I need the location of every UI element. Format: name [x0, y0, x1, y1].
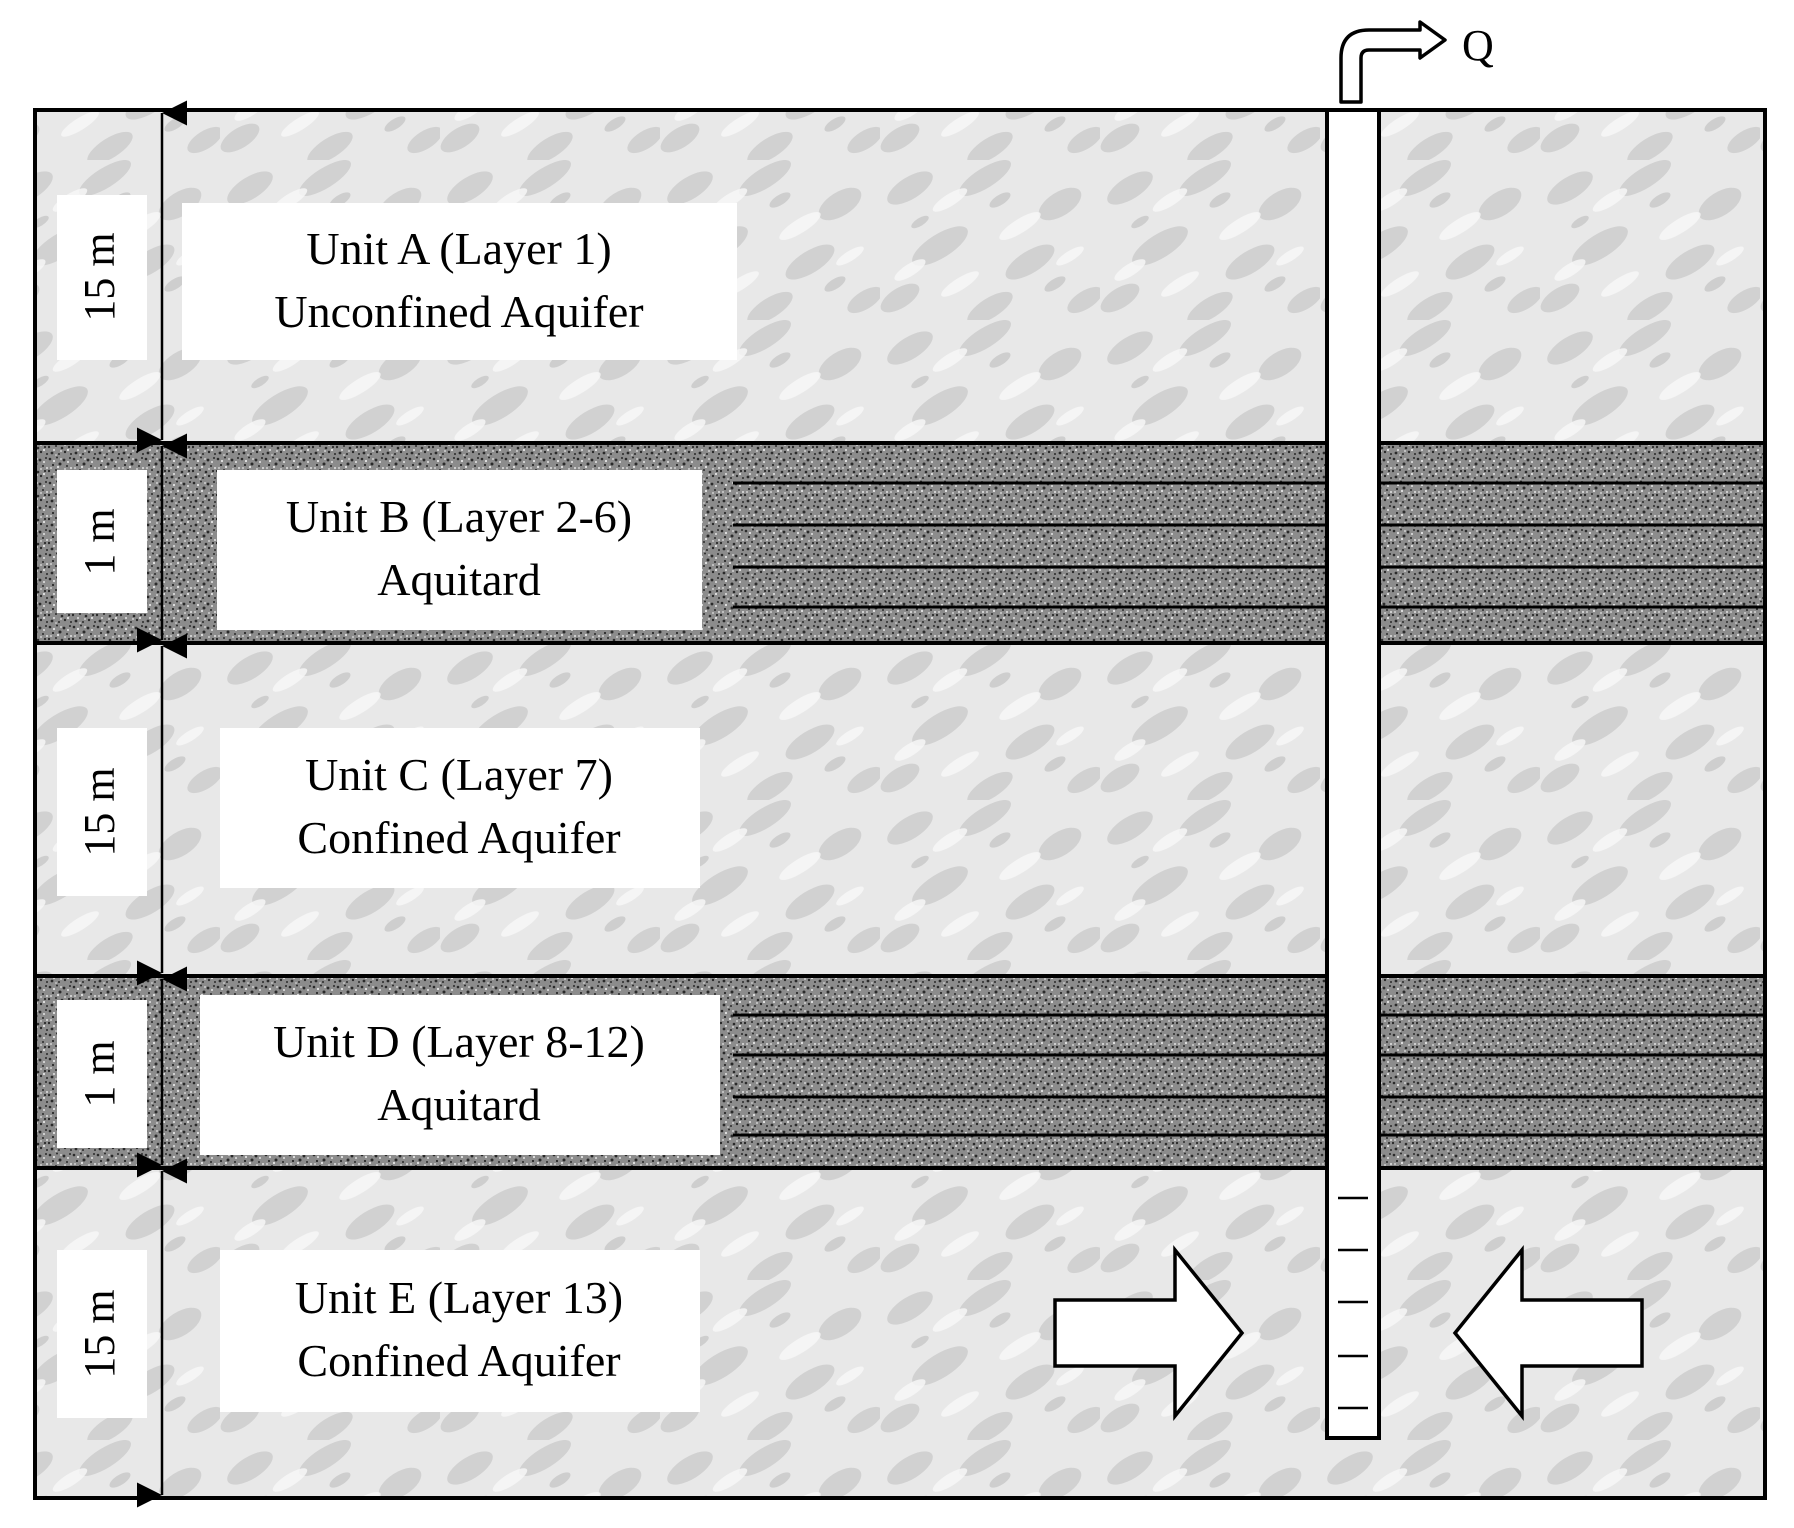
inflow-arrow-left-icon: [1452, 1245, 1644, 1421]
unit-c-thickness-label: 15 m: [75, 767, 124, 856]
unit-b-type: Aquitard: [377, 554, 541, 605]
unit-a-title: Unit A (Layer 1): [306, 223, 611, 274]
well-screen-slots: [1338, 1196, 1368, 1410]
discharge-pipe-icon: [1339, 20, 1447, 104]
unit-e-title: Unit E (Layer 13): [295, 1272, 623, 1323]
unit-c-type: Confined Aquifer: [297, 812, 620, 863]
discharge-label: Q: [1462, 21, 1494, 70]
layer-boundaries: [35, 441, 1765, 1170]
inflow-arrow-right-icon: [1053, 1245, 1245, 1421]
unit-a-type: Unconfined Aquifer: [274, 286, 643, 337]
unit-d-title: Unit D (Layer 8-12): [273, 1016, 645, 1067]
unit-a-thickness-label: 15 m: [75, 232, 124, 321]
unit-labels: Unit A (Layer 1) Unconfined Aquifer Unit…: [182, 203, 737, 1412]
unit-c-title: Unit C (Layer 7): [305, 749, 613, 800]
unit-e-thickness-label: 15 m: [75, 1289, 124, 1378]
model-domain-border: [33, 108, 1767, 1500]
unit-b-title: Unit B (Layer 2-6): [286, 491, 632, 542]
unit-d-type: Aquitard: [377, 1079, 541, 1130]
thickness-labels: 15 m 1 m 15 m 1 m 15 m: [57, 195, 147, 1418]
unit-d-sublayer-lines: [733, 1013, 1765, 1137]
unit-b-thickness-label: 1 m: [75, 508, 124, 575]
unit-d-thickness-label: 1 m: [75, 1040, 124, 1107]
pumping-well: [1325, 108, 1381, 1440]
unit-e-type: Confined Aquifer: [297, 1335, 620, 1386]
unit-b-sublayer-lines: [733, 481, 1765, 609]
